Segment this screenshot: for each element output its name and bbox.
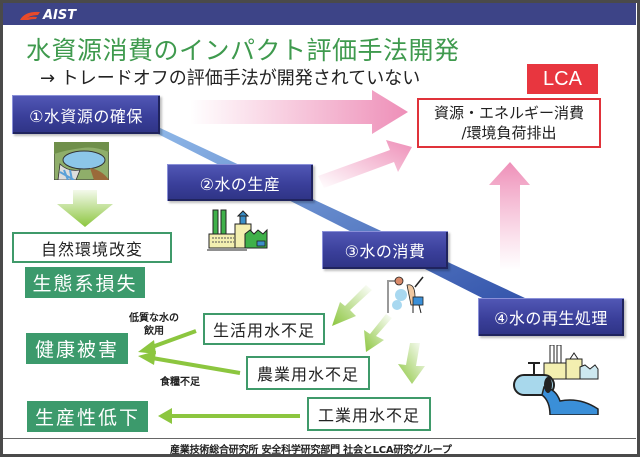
- resource-burden-box: 資源・エネルギー消費 /環境負荷排出: [417, 98, 601, 148]
- arrow-agri-to-health: [151, 356, 241, 375]
- footer-divider: [3, 438, 636, 439]
- arrow-domestic-to-health: [151, 329, 197, 349]
- note-line-1: 低質な水の: [129, 313, 179, 324]
- green-arrow-agri: [364, 314, 392, 352]
- burden-line-1: 資源・エネルギー消費: [433, 104, 584, 122]
- industrial-water-shortage-box: 工業用水不足: [307, 397, 431, 431]
- dam-reservoir-icon: [54, 142, 109, 180]
- green-arrow-domestic: [332, 285, 372, 326]
- arrowhead-domestic: [138, 340, 156, 354]
- pink-arrow-top: [190, 90, 408, 134]
- aist-logo: AIST: [19, 7, 77, 23]
- food-shortage-note: 食糧不足: [160, 377, 200, 388]
- page-subtitle: → トレードオフの評価手法が開発されていない: [40, 68, 421, 89]
- shower-person-icon: [387, 276, 424, 314]
- aist-swoosh-icon: [20, 11, 40, 20]
- agricultural-water-shortage-box: 農業用水不足: [246, 356, 370, 390]
- step-water-consumption: ③水の消費: [322, 231, 448, 269]
- factory-icon: [207, 209, 268, 251]
- treatment-plant-icon: [513, 345, 599, 415]
- burden-line-2: /環境負荷排出: [461, 124, 557, 142]
- pink-arrow-diag: [318, 140, 412, 188]
- lca-badge: LCA: [527, 64, 598, 94]
- arrowhead-ind: [158, 408, 172, 424]
- header-bar: AIST: [3, 3, 636, 25]
- pink-arrow-up: [489, 162, 530, 270]
- footer-credit: 産業技術総合研究所 安全科学研究部門 社会とLCA研究グループ: [170, 445, 452, 456]
- nature-change-box: 自然環境改変: [12, 232, 172, 263]
- page-title: 水資源消費のインパクト評価手法開発: [26, 36, 460, 65]
- arrowhead-agri: [138, 351, 156, 365]
- step-water-securing: ①水資源の確保: [12, 95, 160, 134]
- step-water-production: ②水の生産: [167, 164, 313, 201]
- domestic-water-shortage-box: 生活用水不足: [203, 313, 325, 345]
- note-line-2: 飲用: [144, 326, 164, 337]
- green-arrow-industrial: [398, 343, 425, 384]
- low-quality-water-note: 低質な水の 飲用: [129, 312, 179, 338]
- aist-logo-text: AIST: [43, 7, 77, 23]
- health-damage-box: 健康被害: [26, 333, 128, 364]
- productivity-decline-box: 生産性低下: [27, 401, 148, 432]
- ecosystem-loss-box: 生態系損失: [25, 267, 145, 298]
- green-arrow-down: [57, 190, 113, 227]
- step-water-reclamation: ④水の再生処理: [478, 298, 624, 336]
